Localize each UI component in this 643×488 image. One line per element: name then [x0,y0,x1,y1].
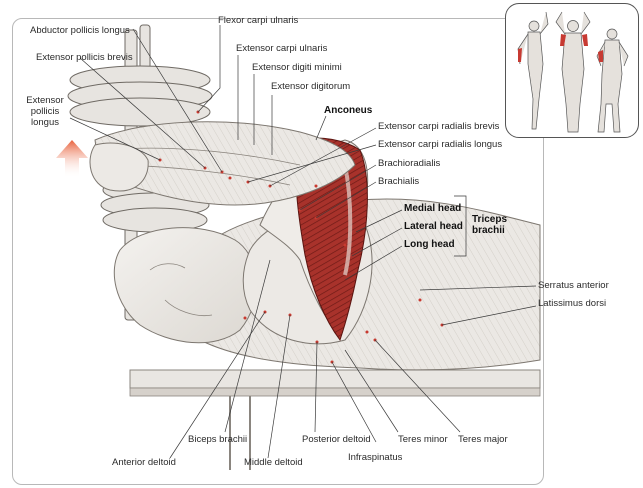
label-extensor-carpi-ulnaris: Extensor carpi ulnaris [236,43,328,54]
label-latissimus-dorsi: Latissimus dorsi [538,298,607,309]
label-extensor-carpi-radialis-brevis: Extensor carpi radialis brevis [378,121,500,132]
illustration-frame [12,18,544,485]
label-extensor-digiti-minimi: Extensor digiti minimi [252,62,342,73]
label-posterior-deltoid: Posterior deltoid [302,434,371,445]
muscle-overview-inset [505,3,639,138]
label-middle-deltoid: Middle deltoid [244,457,303,468]
label-brachialis: Brachialis [378,176,420,187]
label-lateral-head: Lateral head [404,221,463,232]
label-serratus-anterior: Serratus anterior [538,280,609,291]
label-teres-minor: Teres minor [398,434,448,445]
label-abductor-pollicis-longus: Abductor pollicis longus [30,25,130,36]
label-extensor-digitorum: Extensor digitorum [271,81,351,92]
label-infraspinatus: Infraspinatus [348,452,403,463]
label-extensor-pollicis-brevis: Extensor pollicis brevis [36,52,133,63]
label-anconeus: Anconeus [324,105,373,116]
label-biceps-brachii: Biceps brachii [188,434,248,445]
label-long-head: Long head [404,239,455,250]
forearm [89,121,356,206]
movement-arrow [56,140,88,178]
label-brachioradialis: Brachioradialis [378,158,441,169]
label-extensor-carpi-radialis-longus: Extensor carpi radialis longus [378,139,503,150]
label-teres-major: Teres major [458,434,508,445]
figure-silhouettes [517,11,629,133]
label-anterior-deltoid: Anterior deltoid [112,457,176,468]
leader-lines [69,25,537,459]
label-triceps-brachii: Triceps brachii [472,214,508,236]
label-medial-head: Medial head [404,203,462,214]
label-flexor-carpi-ulnaris: Flexor carpi ulnaris [218,15,299,26]
bench [129,369,541,470]
label-extensor-pollicis-longus: Extensor pollicis longus [26,95,64,128]
